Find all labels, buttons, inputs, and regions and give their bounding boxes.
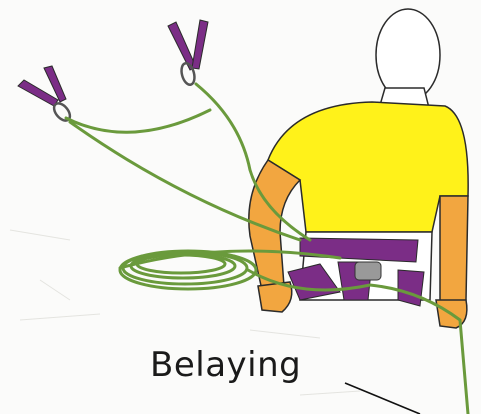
- caption-label: Belaying: [150, 345, 301, 385]
- belay-device-icon: [355, 262, 381, 280]
- rope-coil-icon: [120, 251, 256, 289]
- anchor-sling-icon: [18, 20, 208, 106]
- caption-pointer: [345, 383, 420, 414]
